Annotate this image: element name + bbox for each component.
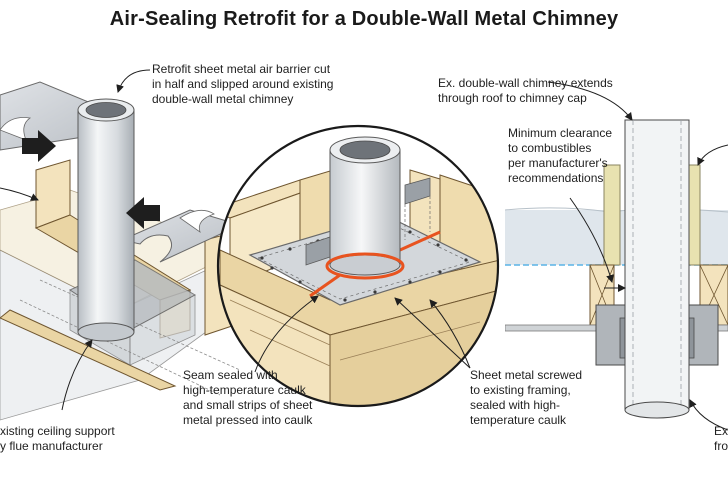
callout-line: temperature caulk	[470, 413, 567, 427]
callout-line: sealed with high-	[470, 398, 561, 412]
callout-line: y flue manufacturer	[0, 439, 103, 453]
callout-line: Seam sealed with	[183, 368, 278, 382]
callout-line: in half and slipped around existing	[152, 77, 334, 91]
callout-ceiling-support: xisting ceiling support y flue manufactu…	[0, 424, 115, 454]
diagram-title: Air-Sealing Retrofit for a Double-Wall M…	[109, 8, 619, 30]
callout-screwed: Sheet metal screwed to existing framing,…	[470, 368, 582, 428]
callout-line: double-wall metal chimney	[152, 92, 294, 106]
left-panel	[0, 69, 251, 421]
callout-line: through roof to chimney cap	[438, 91, 587, 105]
callout-line: Sheet metal screwed	[470, 368, 583, 382]
detail-circle	[216, 124, 500, 408]
callout-line: metal pressed into caulk	[183, 413, 313, 427]
callout-line: Retrofit sheet metal air barrier cut	[152, 62, 331, 76]
callout-clearance: Minimum clearance to combustibles per ma…	[508, 126, 612, 186]
callout-line: high-temperature caulk	[183, 383, 306, 397]
section-pipe	[624, 119, 690, 411]
callout-line: Ex	[713, 424, 728, 438]
detail-chimney-pipe	[329, 149, 401, 266]
callout-line: per manufacturer's	[508, 156, 608, 170]
callout-line: Minimum clearance	[508, 126, 613, 140]
callout-line: fro	[713, 439, 728, 453]
callout-line: xisting ceiling support	[0, 424, 115, 438]
callout-line: to existing framing,	[470, 383, 571, 397]
callout-bottom-right: Ex fro	[708, 424, 728, 454]
callout-line: to combustibles	[508, 141, 592, 155]
callout-barrier: Retrofit sheet metal air barrier cut in …	[152, 62, 333, 107]
caulk-ring	[325, 252, 405, 280]
arrow-left-icon	[126, 197, 160, 229]
right-section	[505, 119, 728, 419]
callout-existing-chimney: Ex. double-wall chimney extends through …	[438, 76, 613, 106]
barrier-half-right	[120, 209, 242, 263]
callout-line: Ex. double-wall chimney extends	[438, 76, 613, 90]
callout-line: and small strips of sheet	[183, 398, 313, 412]
chimney-pipe	[77, 109, 135, 333]
arrow-right-icon	[22, 130, 56, 162]
seam-caulk	[309, 273, 341, 298]
callout-seam: Seam sealed with high-temperature caulk …	[183, 368, 312, 428]
callout-line: recommendations	[508, 171, 604, 185]
screws	[260, 222, 468, 302]
